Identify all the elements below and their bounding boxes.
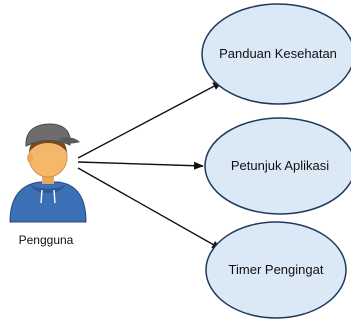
association-arrow-timer	[77, 167, 222, 250]
actor-ear	[27, 153, 33, 163]
use-case-ellipse	[201, 3, 351, 105]
actor-cap-brim	[60, 137, 80, 144]
actor-cap	[25, 123, 71, 147]
actor-hood	[30, 184, 66, 193]
actor-label: Pengguna	[19, 233, 74, 247]
use-case-panduan-kesehatan[interactable]: Panduan Kesehatan	[201, 3, 351, 105]
association-arrow-panduan	[77, 81, 223, 159]
use-case-ellipse	[205, 221, 347, 319]
use-case-label: Timer Pengingat	[229, 262, 324, 277]
actor-user-icon[interactable]	[9, 123, 87, 223]
actor-drawstring	[40, 189, 43, 204]
actor-hoodie	[9, 181, 87, 223]
use-case-label: Petunjuk Aplikasi	[231, 158, 329, 173]
use-case-timer-pengingat[interactable]: Timer Pengingat	[205, 221, 347, 319]
use-case-petunjuk-aplikasi[interactable]: Petunjuk Aplikasi	[204, 117, 351, 215]
association-arrow-petunjuk	[77, 161, 204, 170]
use-case-ellipse	[204, 117, 351, 215]
actor-drawstring	[53, 189, 56, 204]
use-case-label: Panduan Kesehatan	[219, 46, 337, 61]
